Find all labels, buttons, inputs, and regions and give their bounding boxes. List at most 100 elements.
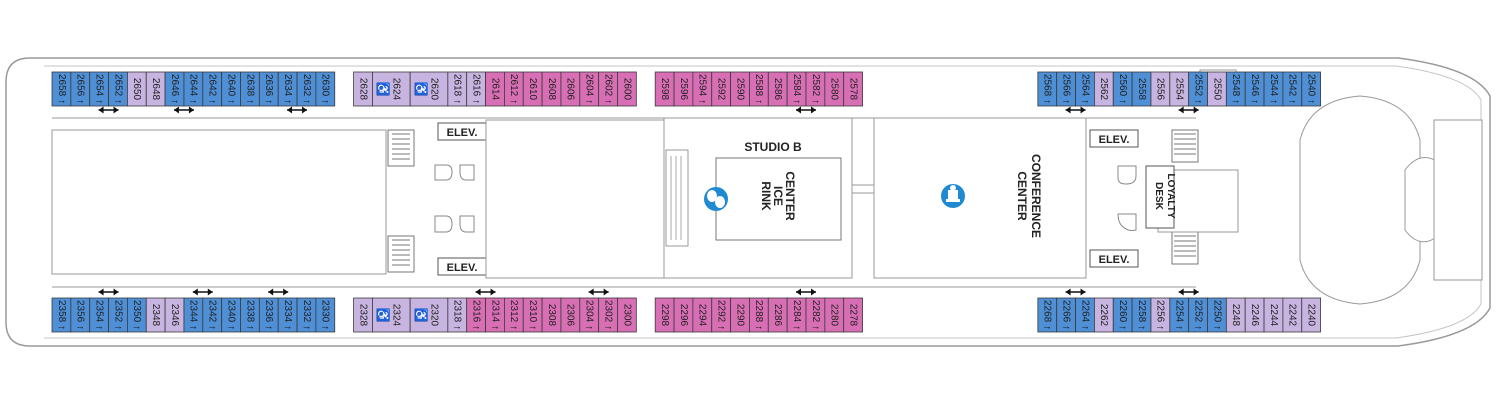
cabin-2614[interactable]: 2614 xyxy=(485,71,505,107)
cabin-2308[interactable]: 2308 xyxy=(541,297,562,333)
cabin-2304[interactable]: 2304 ↑ xyxy=(579,297,600,333)
cabin-2612[interactable]: 2612 ↑ xyxy=(503,71,524,107)
cabin-2246[interactable]: 2246 xyxy=(1244,297,1265,333)
cabin-2296[interactable]: 2296 xyxy=(673,297,694,333)
cabin-2654[interactable]: 2654 ↑ xyxy=(89,71,109,107)
cabin-2358[interactable]: 2358 ↑ xyxy=(51,297,72,333)
cabin-2630[interactable]: 2630 ↑ xyxy=(315,71,336,107)
cabin-2328[interactable]: 2328 xyxy=(353,297,373,333)
cabin-2244[interactable]: 2244 xyxy=(1263,297,1284,333)
cabin-2340[interactable]: 2340 ↑ xyxy=(221,297,241,333)
cabin-2278[interactable]: 2278 xyxy=(843,297,863,333)
cabin-2642[interactable]: 2642 ↑ xyxy=(202,71,223,107)
cabin-2596[interactable]: 2596 xyxy=(673,71,694,107)
cabin-2644[interactable]: 2644 ↑ xyxy=(183,71,204,107)
cabin-2292[interactable]: 2292 ↑ xyxy=(711,297,732,333)
cabin-2550[interactable]: 2550 xyxy=(1207,71,1227,107)
cabin-2294[interactable]: 2294 xyxy=(692,297,713,333)
elevator-fwd-bottom[interactable]: ELEV. xyxy=(1089,249,1139,268)
cabin-2324[interactable]: ♿2324 xyxy=(372,297,411,333)
cabin-2540[interactable]: 2540 ↑ xyxy=(1301,71,1322,107)
cabin-2606[interactable]: 2606 xyxy=(560,71,581,107)
cabin-2568[interactable]: 2568 ↑ xyxy=(1037,71,1058,107)
cabin-2556[interactable]: 2556 xyxy=(1150,71,1171,107)
cabin-2646[interactable]: 2646 ↑ xyxy=(164,71,185,107)
cabin-2356[interactable]: 2356 ↑ xyxy=(70,297,91,333)
cabin-2552[interactable]: 2552 ↑ xyxy=(1188,71,1208,107)
cabin-2346[interactable]: 2346 xyxy=(164,297,185,333)
cabin-2554[interactable]: 2554 xyxy=(1169,71,1190,107)
cabin-2336[interactable]: 2336 ↑ xyxy=(258,297,279,333)
cabin-2558[interactable]: 2558 xyxy=(1131,71,1152,107)
elevator-aft-bottom[interactable]: ELEV. xyxy=(437,257,487,276)
cabin-2560[interactable]: 2560 ↑ xyxy=(1112,71,1133,107)
cabin-2280[interactable]: 2280 xyxy=(824,297,845,333)
cabin-2610[interactable]: 2610 xyxy=(522,71,543,107)
cabin-2354[interactable]: 2354 ↑ xyxy=(89,297,109,333)
cabin-2282[interactable]: 2282 ↑ xyxy=(805,297,826,333)
cabin-2628[interactable]: 2628 xyxy=(353,71,373,107)
elevator-aft-top[interactable]: ELEV. xyxy=(437,122,487,141)
cabin-2620[interactable]: ♿2620 xyxy=(409,71,449,107)
cabin-2318[interactable]: 2318 ↑ xyxy=(447,297,468,333)
cabin-2652[interactable]: 2652 ↑ xyxy=(108,71,128,107)
cabin-2604[interactable]: 2604 ↑ xyxy=(579,71,600,107)
cabin-2542[interactable]: 2542 ↑ xyxy=(1282,71,1303,107)
conference-center[interactable] xyxy=(873,117,1087,279)
cabin-2352[interactable]: 2352 ↑ xyxy=(108,297,128,333)
cabin-2638[interactable]: 2638 ↑ xyxy=(240,71,260,107)
cabin-2546[interactable]: 2546 ↑ xyxy=(1244,71,1265,107)
cabin-2624[interactable]: ♿2624 xyxy=(372,71,411,107)
cabin-2334[interactable]: 2334 ↑ xyxy=(277,297,298,333)
cabin-2300[interactable]: 2300 xyxy=(617,297,637,333)
cabin-2656[interactable]: 2656 ↑ xyxy=(70,71,91,107)
cabin-2260[interactable]: 2260 ↑ xyxy=(1112,297,1133,333)
cabin-2658[interactable]: 2658 ↑ xyxy=(51,71,72,107)
cabin-2548[interactable]: 2548 ↑ xyxy=(1225,71,1246,107)
cabin-2306[interactable]: 2306 xyxy=(560,297,581,333)
cabin-2240[interactable]: 2240 xyxy=(1301,297,1322,333)
cabin-2578[interactable]: 2578 xyxy=(843,71,863,107)
cabin-2248[interactable]: 2248 xyxy=(1225,297,1246,333)
cabin-2600[interactable]: 2600 xyxy=(617,71,637,107)
cabin-2616[interactable]: 2616 ↑ xyxy=(466,71,486,107)
cabin-2252[interactable]: 2252 ↑ xyxy=(1188,297,1208,333)
cabin-2584[interactable]: 2584 ↑ xyxy=(786,71,807,107)
cabin-2312[interactable]: 2312 ↑ xyxy=(503,297,524,333)
cabin-2288[interactable]: 2288 ↑ xyxy=(749,297,769,333)
cabin-2592[interactable]: 2592 xyxy=(711,71,732,107)
cabin-2640[interactable]: 2640 ↑ xyxy=(221,71,241,107)
cabin-2582[interactable]: 2582 ↑ xyxy=(805,71,826,107)
cabin-2342[interactable]: 2342 ↑ xyxy=(202,297,223,333)
cabin-2250[interactable]: 2250 ↑ xyxy=(1207,297,1227,333)
cabin-2286[interactable]: 2286 xyxy=(767,297,788,333)
cabin-2256[interactable]: 2256 ↑ xyxy=(1150,297,1171,333)
cabin-2254[interactable]: 2254 ↑ xyxy=(1169,297,1190,333)
cabin-2338[interactable]: 2338 ↑ xyxy=(240,297,260,333)
cabin-2242[interactable]: 2242 xyxy=(1282,297,1303,333)
cabin-2602[interactable]: 2602 ↑ xyxy=(598,71,618,107)
cabin-2266[interactable]: 2266 ↑ xyxy=(1056,297,1076,333)
cabin-2258[interactable]: 2258 ↑ xyxy=(1131,297,1152,333)
elevator-fwd-top[interactable]: ELEV. xyxy=(1089,129,1139,148)
cabin-2608[interactable]: 2608 xyxy=(541,71,562,107)
cabin-2564[interactable]: 2564 ↑ xyxy=(1075,71,1095,107)
cabin-2650[interactable]: 2650 xyxy=(127,71,147,107)
cabin-2348[interactable]: 2348 xyxy=(145,297,166,333)
cabin-2290[interactable]: 2290 xyxy=(730,297,750,333)
cabin-2262[interactable]: 2262 xyxy=(1094,297,1114,333)
cabin-2594[interactable]: 2594 ↑ xyxy=(692,71,713,107)
cabin-2350[interactable]: 2350 ↑ xyxy=(127,297,147,333)
cabin-2302[interactable]: 2302 ↑ xyxy=(598,297,618,333)
cabin-2330[interactable]: 2330 ↑ xyxy=(315,297,336,333)
cabin-2566[interactable]: 2566 ↑ xyxy=(1056,71,1076,107)
cabin-2264[interactable]: 2264 ↑ xyxy=(1075,297,1095,333)
cabin-2320[interactable]: ♿2320 xyxy=(409,297,449,333)
cabin-2588[interactable]: 2588 ↑ xyxy=(749,71,769,107)
cabin-2598[interactable]: 2598 xyxy=(654,71,675,107)
cabin-2268[interactable]: 2268 ↑ xyxy=(1037,297,1058,333)
cabin-2632[interactable]: 2632 ↑ xyxy=(296,71,317,107)
cabin-2648[interactable]: 2648 xyxy=(145,71,166,107)
cabin-2586[interactable]: 2586 xyxy=(767,71,788,107)
cabin-2332[interactable]: 2332 ↑ xyxy=(296,297,317,333)
